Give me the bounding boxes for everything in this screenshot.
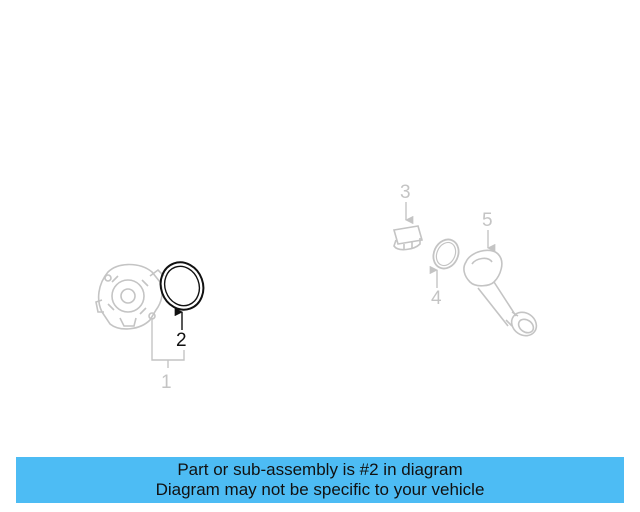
water-pump-icon xyxy=(95,263,165,330)
callout-1-label: 1 xyxy=(161,372,172,393)
banner-line-disclaimer: Diagram may not be specific to your vehi… xyxy=(155,480,485,499)
callout-1-leader xyxy=(151,318,185,368)
o-ring-icon xyxy=(432,238,460,270)
callout-2-label: 2 xyxy=(176,330,187,351)
gasket-ring-icon xyxy=(159,261,205,311)
info-banner: Part or sub-assembly is #2 in diagram Di… xyxy=(16,457,624,503)
banner-line-part: Part or sub-assembly is #2 in diagram xyxy=(177,460,463,479)
plug-icon xyxy=(392,225,424,251)
callout-5-label: 5 xyxy=(482,210,493,231)
callout-3-label: 3 xyxy=(400,182,411,203)
coolant-flange-icon xyxy=(463,249,538,337)
callout-4-label: 4 xyxy=(431,288,442,309)
